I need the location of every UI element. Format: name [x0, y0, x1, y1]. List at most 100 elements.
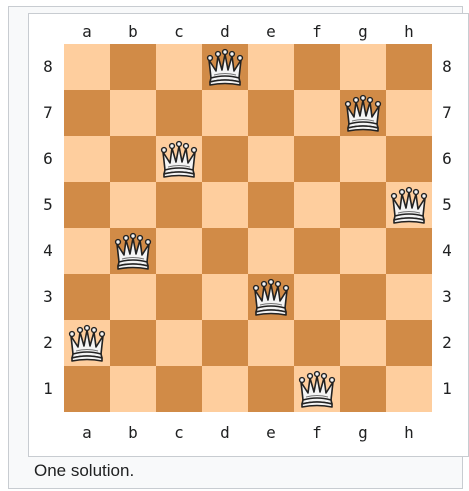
queen-icon: [158, 139, 200, 179]
square-e2: [248, 320, 294, 366]
square-b5: [110, 182, 156, 228]
square-g6: [340, 136, 386, 182]
square-a1: [64, 366, 110, 412]
rank-label-right: 3: [437, 274, 457, 320]
square-f8: [294, 44, 340, 90]
file-label-bottom: f: [294, 423, 340, 443]
square-a7: [64, 90, 110, 136]
file-label-top: a: [64, 22, 110, 42]
square-f2: [294, 320, 340, 366]
figure-caption: One solution.: [34, 461, 134, 481]
square-a4: [64, 228, 110, 274]
queen-icon: [204, 47, 246, 87]
square-e7: [248, 90, 294, 136]
square-d4: [202, 228, 248, 274]
square-d8: [202, 44, 248, 90]
queen-icon: [296, 369, 338, 409]
square-g5: [340, 182, 386, 228]
square-f5: [294, 182, 340, 228]
square-b4: [110, 228, 156, 274]
square-d5: [202, 182, 248, 228]
file-label-bottom: g: [340, 423, 386, 443]
queen-icon: [250, 277, 292, 317]
square-f4: [294, 228, 340, 274]
square-a8: [64, 44, 110, 90]
rank-label-right: 8: [437, 44, 457, 90]
square-d1: [202, 366, 248, 412]
square-d2: [202, 320, 248, 366]
square-g1: [340, 366, 386, 412]
square-a3: [64, 274, 110, 320]
square-f1: [294, 366, 340, 412]
square-h2: [386, 320, 432, 366]
square-e4: [248, 228, 294, 274]
file-label-bottom: h: [386, 423, 432, 443]
square-d6: [202, 136, 248, 182]
square-b1: [110, 366, 156, 412]
square-d7: [202, 90, 248, 136]
rank-label-left: 8: [38, 44, 58, 90]
square-e6: [248, 136, 294, 182]
square-c5: [156, 182, 202, 228]
file-label-top: e: [248, 22, 294, 42]
file-label-bottom: d: [202, 423, 248, 443]
rank-label-left: 5: [38, 182, 58, 228]
rank-label-right: 5: [437, 182, 457, 228]
square-g4: [340, 228, 386, 274]
square-c3: [156, 274, 202, 320]
square-g8: [340, 44, 386, 90]
file-label-top: c: [156, 22, 202, 42]
square-a2: [64, 320, 110, 366]
square-a6: [64, 136, 110, 182]
rank-label-right: 7: [437, 90, 457, 136]
square-g3: [340, 274, 386, 320]
square-c4: [156, 228, 202, 274]
square-b3: [110, 274, 156, 320]
square-h8: [386, 44, 432, 90]
square-h6: [386, 136, 432, 182]
file-label-top: b: [110, 22, 156, 42]
file-label-bottom: e: [248, 423, 294, 443]
square-b8: [110, 44, 156, 90]
file-label-top: h: [386, 22, 432, 42]
square-h7: [386, 90, 432, 136]
square-g7: [340, 90, 386, 136]
file-label-bottom: c: [156, 423, 202, 443]
queen-icon: [66, 323, 108, 363]
rank-label-left: 2: [38, 320, 58, 366]
rank-label-left: 1: [38, 366, 58, 412]
square-e1: [248, 366, 294, 412]
square-h4: [386, 228, 432, 274]
rank-label-right: 2: [437, 320, 457, 366]
square-c2: [156, 320, 202, 366]
square-f7: [294, 90, 340, 136]
square-b7: [110, 90, 156, 136]
file-label-bottom: a: [64, 423, 110, 443]
square-b6: [110, 136, 156, 182]
square-g2: [340, 320, 386, 366]
square-c1: [156, 366, 202, 412]
square-c7: [156, 90, 202, 136]
square-h3: [386, 274, 432, 320]
square-e3: [248, 274, 294, 320]
file-label-top: g: [340, 22, 386, 42]
rank-label-left: 4: [38, 228, 58, 274]
square-d3: [202, 274, 248, 320]
square-c6: [156, 136, 202, 182]
square-b2: [110, 320, 156, 366]
chessboard: [64, 44, 432, 412]
queen-icon: [388, 185, 430, 225]
file-label-bottom: b: [110, 423, 156, 443]
file-label-top: d: [202, 22, 248, 42]
square-h1: [386, 366, 432, 412]
square-h5: [386, 182, 432, 228]
rank-label-left: 7: [38, 90, 58, 136]
queen-icon: [342, 93, 384, 133]
square-f3: [294, 274, 340, 320]
rank-label-right: 4: [437, 228, 457, 274]
square-f6: [294, 136, 340, 182]
rank-label-left: 6: [38, 136, 58, 182]
queen-icon: [112, 231, 154, 271]
file-label-top: f: [294, 22, 340, 42]
rank-label-left: 3: [38, 274, 58, 320]
